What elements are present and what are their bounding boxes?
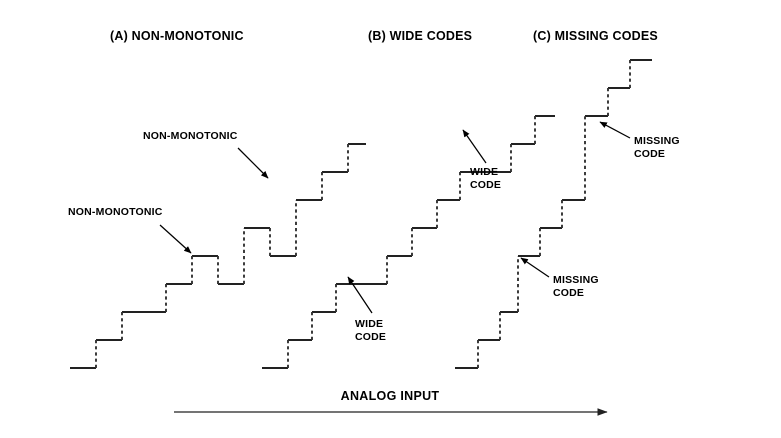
- analog-input-axis: ANALOG INPUT: [174, 389, 608, 416]
- staircase-b: [262, 115, 555, 369]
- annotation-line: CODE: [470, 179, 501, 191]
- annotation-arrow-b-1: [462, 129, 487, 164]
- annotation-label-a-0: NON-MONOTONIC: [68, 206, 163, 218]
- annotation-arrow-c-0: [520, 257, 550, 278]
- annotation-arrow-b-0: [347, 276, 373, 314]
- annotation-line: CODE: [634, 148, 665, 160]
- axis-label: ANALOG INPUT: [341, 389, 440, 403]
- annotation-arrow-c-1: [599, 121, 631, 139]
- annotation-line: MISSING: [553, 274, 599, 286]
- annotation-arrow-a-1: [237, 147, 269, 179]
- annotation-line: CODE: [355, 331, 386, 343]
- annotation-line: NON-MONOTONIC: [143, 130, 238, 142]
- annotation-a-1: NON-MONOTONIC: [143, 130, 269, 179]
- annotation-line: CODE: [553, 287, 584, 299]
- panel-title-c: (C) MISSING CODES: [533, 29, 658, 43]
- annotation-arrow-a-0: [159, 224, 192, 254]
- annotation-line: MISSING: [634, 135, 680, 147]
- annotation-line: NON-MONOTONIC: [68, 206, 163, 218]
- annotation-label-a-1: NON-MONOTONIC: [143, 130, 238, 142]
- annotation-line: WIDE: [355, 318, 383, 330]
- annotation-line: WIDE: [470, 166, 498, 178]
- staircase-c: [455, 59, 652, 369]
- panel-title-a: (A) NON-MONOTONIC: [110, 29, 244, 43]
- annotation-a-0: NON-MONOTONIC: [68, 206, 192, 254]
- panel-title-b: (B) WIDE CODES: [368, 29, 472, 43]
- panel-a: (A) NON-MONOTONIC NON-MONOTONIC NON-MONOTO…: [68, 29, 366, 369]
- staircase-a: [70, 143, 366, 369]
